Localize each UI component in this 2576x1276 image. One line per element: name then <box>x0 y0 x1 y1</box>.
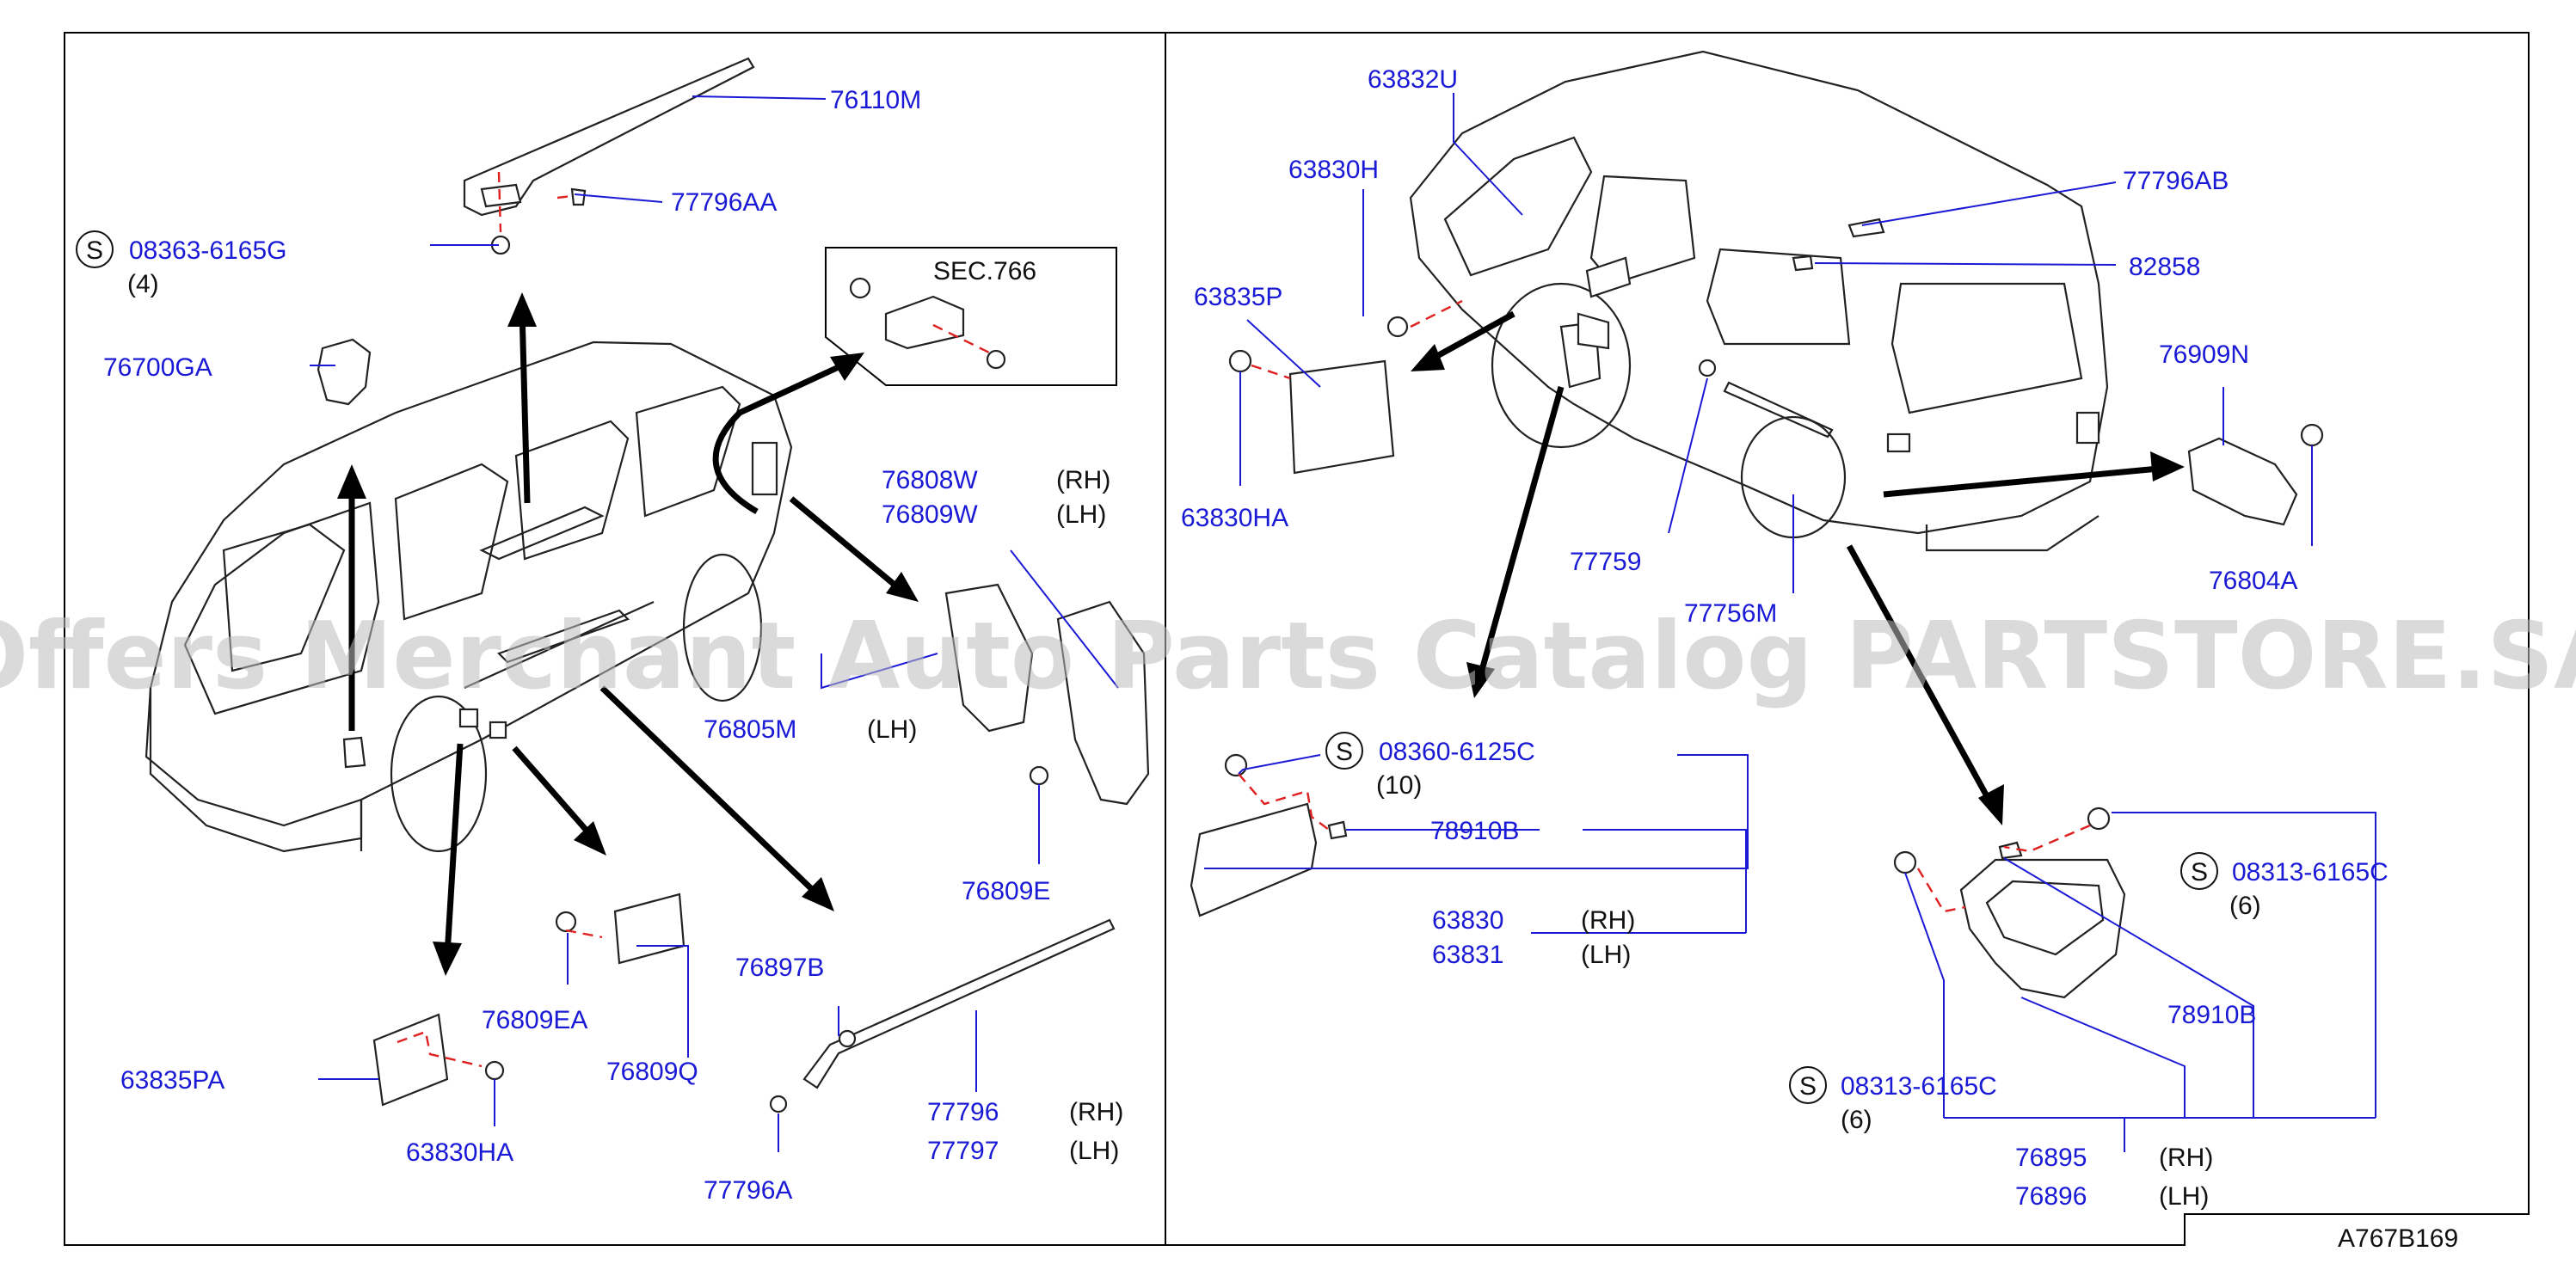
standard-part-marker: S <box>76 230 114 268</box>
side-label: (RH) <box>1581 906 1635 935</box>
right-panel-parts <box>1190 218 2324 999</box>
standard-mark: S <box>2191 858 2208 886</box>
quantity-label: (6) <box>1841 1106 1872 1134</box>
part-label-77796: 77796 <box>927 1098 999 1126</box>
left-vehicle-illustration <box>144 340 793 853</box>
diagram-frame <box>64 32 2530 1246</box>
part-label-76896: 76896 <box>2015 1182 2087 1211</box>
right-arrows <box>1411 310 2185 825</box>
part-label-76808W: 76808W <box>882 466 978 494</box>
section-reference: SEC.766 <box>933 257 1036 285</box>
part-label-08360-6125C: 08360-6125C <box>1379 738 1535 766</box>
sec766-inset <box>825 247 1117 386</box>
left-leaders <box>310 95 1119 1152</box>
quantity-label: (6) <box>2229 892 2261 920</box>
side-label: (LH) <box>1056 500 1106 529</box>
part-label-63832U: 63832U <box>1368 65 1458 94</box>
right-leaders <box>1204 93 2376 1152</box>
part-label-76805M: 76805M <box>704 715 796 744</box>
part-label-76700GA: 76700GA <box>103 353 212 382</box>
quantity-label: (4) <box>127 270 159 298</box>
part-label-76809W: 76809W <box>882 500 978 529</box>
part-label-63830H: 63830H <box>1288 156 1379 184</box>
standard-mark: S <box>86 236 103 265</box>
quantity-label: (10) <box>1376 771 1422 800</box>
side-label: (RH) <box>2159 1144 2213 1172</box>
right-vehicle-illustration <box>1409 50 2109 552</box>
part-label-76110M: 76110M <box>830 86 921 114</box>
standard-part-marker: S <box>1789 1066 1827 1104</box>
left-panel-parts <box>317 57 1150 1113</box>
part-label-76909N: 76909N <box>2159 340 2249 369</box>
part-label-76895: 76895 <box>2015 1144 2087 1172</box>
side-label: (RH) <box>1069 1098 1123 1126</box>
standard-mark: S <box>1799 1072 1817 1101</box>
standard-part-marker: S <box>1325 732 1363 770</box>
part-label-76809E: 76809E <box>962 877 1050 905</box>
part-label-08363-6165G: 08363-6165G <box>129 236 287 265</box>
diagram-code: A767B169 <box>2338 1224 2458 1253</box>
part-label-77756M: 77756M <box>1684 599 1777 628</box>
side-label: (LH) <box>867 715 917 744</box>
standard-part-marker: S <box>2180 852 2218 890</box>
left-arrows <box>337 292 919 976</box>
standard-mark: S <box>1336 738 1353 766</box>
side-label: (RH) <box>1056 466 1110 494</box>
part-label-77796AA: 77796AA <box>671 188 777 217</box>
part-label-63831: 63831 <box>1432 941 1503 969</box>
side-label: (LH) <box>2159 1182 2209 1211</box>
part-label-63835P: 63835P <box>1194 283 1282 311</box>
part-label-78910B: 78910B <box>1430 817 1519 845</box>
part-label-63835PA: 63835PA <box>120 1066 224 1095</box>
watermark: Offers Merchant Auto Parts Catalog PARTS… <box>0 603 2576 710</box>
part-label-82858: 82858 <box>2129 253 2200 281</box>
side-label: (LH) <box>1069 1137 1119 1165</box>
part-label-78910B: 78910B <box>2167 1001 2256 1029</box>
part-label-63830HA: 63830HA <box>1181 504 1288 532</box>
part-label-08313-6165C: 08313-6165C <box>2232 858 2388 886</box>
part-label-77797: 77797 <box>927 1137 999 1165</box>
part-label-76809Q: 76809Q <box>606 1058 698 1086</box>
part-label-76804A: 76804A <box>2209 567 2297 595</box>
part-label-63830HA: 63830HA <box>406 1138 513 1167</box>
part-label-77796A: 77796A <box>704 1176 792 1205</box>
side-label: (LH) <box>1581 941 1631 969</box>
part-label-76809EA: 76809EA <box>482 1006 587 1034</box>
part-label-77796AB: 77796AB <box>2123 167 2229 195</box>
part-label-63830: 63830 <box>1432 906 1503 935</box>
part-label-76897B: 76897B <box>735 954 824 982</box>
part-label-77759: 77759 <box>1570 548 1641 576</box>
part-label-08313-6165C: 08313-6165C <box>1841 1072 1997 1101</box>
